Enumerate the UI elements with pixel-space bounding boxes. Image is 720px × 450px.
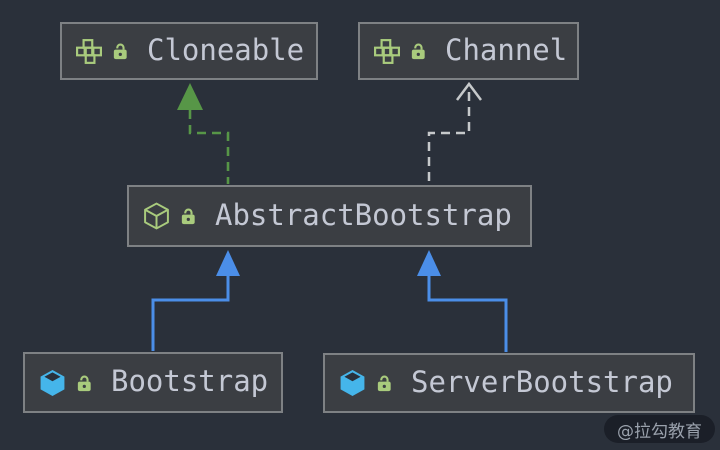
node-bootstrap[interactable]: Bootstrap bbox=[23, 352, 283, 413]
node-server-bootstrap[interactable]: ServerBootstrap bbox=[323, 353, 695, 413]
arrowhead-cloneable-triangle bbox=[177, 83, 203, 110]
node-label: Cloneable bbox=[147, 32, 305, 67]
node-label: Bootstrap bbox=[111, 364, 269, 398]
node-cloneable[interactable]: Cloneable bbox=[60, 22, 318, 80]
node-label: AbstractBootstrap bbox=[215, 197, 512, 232]
node-label: Channel bbox=[445, 32, 568, 67]
unlock-icon bbox=[111, 41, 130, 61]
arrowhead-serverbootstrap-triangle bbox=[417, 250, 441, 276]
interface-icon bbox=[76, 38, 102, 64]
watermark-badge: @拉勾教育 bbox=[604, 415, 715, 443]
edge-implements-channel[interactable] bbox=[427, 92, 471, 184]
arrowhead-channel-chevron bbox=[456, 81, 482, 101]
class-icon bbox=[339, 369, 366, 397]
edge-extends-serverbootstrap[interactable] bbox=[427, 274, 508, 352]
abstract-class-icon bbox=[143, 202, 170, 230]
unlock-icon bbox=[375, 373, 394, 393]
watermark-text: @拉勾教育 bbox=[617, 421, 702, 442]
interface-icon bbox=[374, 38, 400, 64]
arrowhead-bootstrap-triangle bbox=[216, 250, 240, 276]
unlock-icon bbox=[179, 206, 198, 226]
node-label: ServerBootstrap bbox=[411, 364, 673, 399]
unlock-icon bbox=[409, 41, 428, 61]
edge-extends-bootstrap[interactable] bbox=[151, 274, 230, 351]
node-abstract-bootstrap[interactable]: AbstractBootstrap bbox=[127, 185, 532, 247]
unlock-icon bbox=[75, 373, 94, 393]
node-channel[interactable]: Channel bbox=[358, 22, 579, 80]
class-icon bbox=[39, 369, 66, 397]
edge-implements-cloneable[interactable] bbox=[188, 110, 230, 184]
